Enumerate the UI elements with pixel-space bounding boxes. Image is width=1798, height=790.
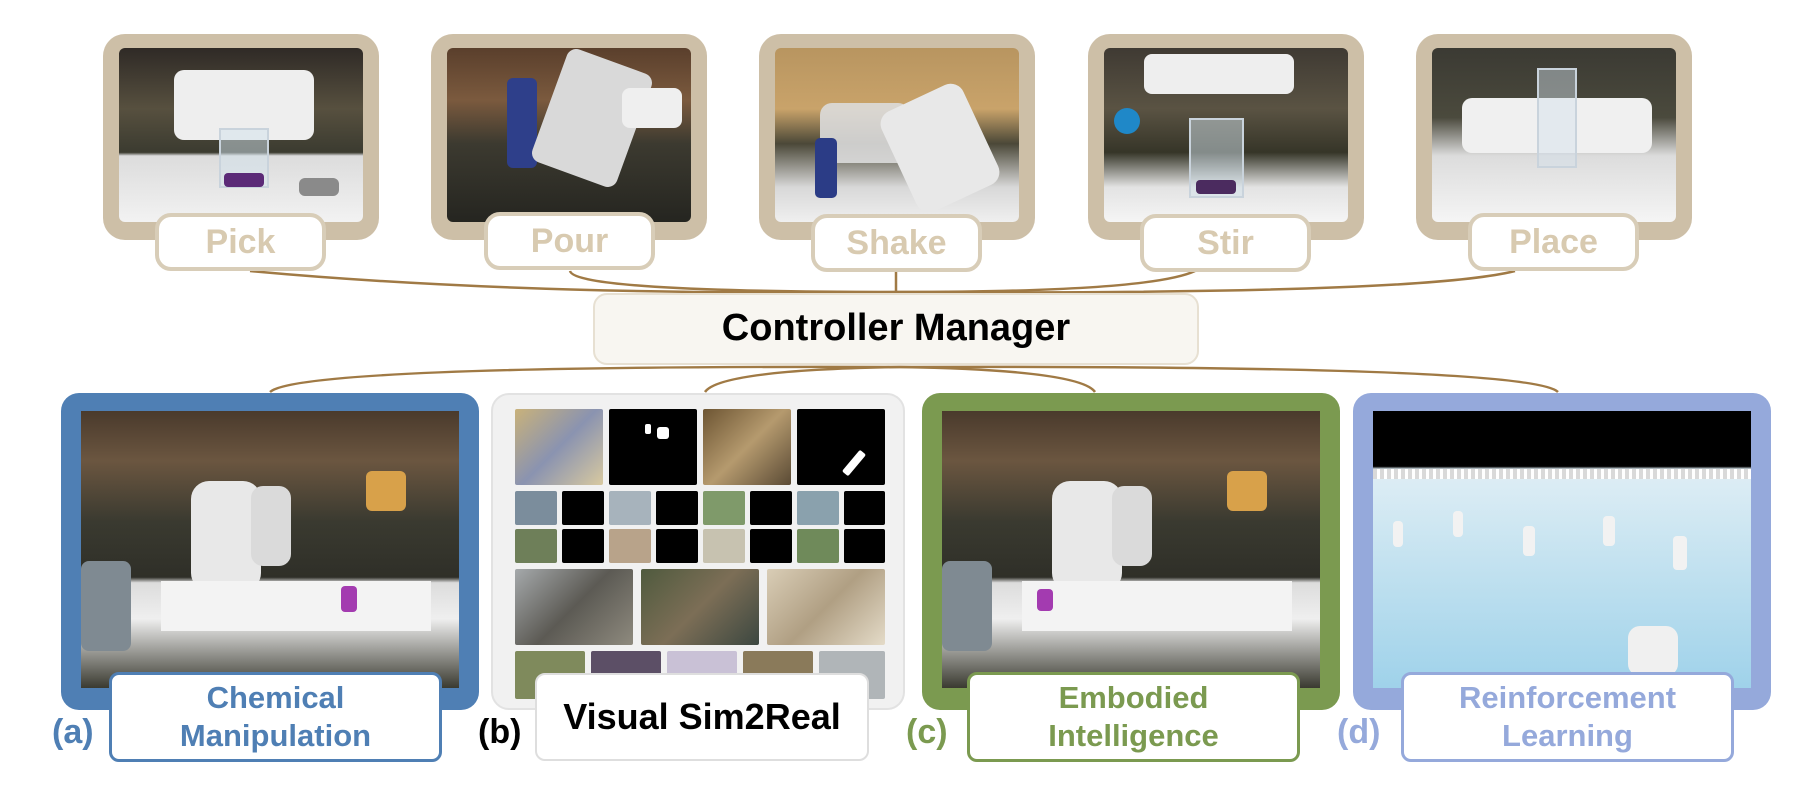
caption-visual-sim2real: Visual Sim2Real: [535, 673, 869, 761]
pick-image: [119, 48, 363, 222]
sim2real-mosaic: [515, 409, 885, 699]
skill-card-shake: [759, 34, 1035, 240]
skill-label-pour: Pour: [484, 212, 655, 270]
shake-image: [775, 48, 1019, 222]
caption-line-1: Reinforcement: [1458, 680, 1677, 715]
chemical-manipulation-image: [81, 411, 459, 688]
skill-card-pick: [103, 34, 379, 240]
skill-label-shake: Shake: [811, 214, 982, 272]
panel-embodied-intelligence: [922, 393, 1340, 710]
caption-line-1: Embodied: [1058, 680, 1209, 715]
skill-card-pour: [431, 34, 707, 240]
skill-card-place: [1416, 34, 1692, 240]
panel-reinforcement-learning: [1353, 393, 1771, 710]
reinforcement-learning-image: [1373, 411, 1751, 688]
stir-image: [1104, 48, 1348, 222]
skill-label-pick: Pick: [155, 213, 326, 271]
panel-tag-b: (b): [478, 713, 522, 751]
caption-line-1: Chemical: [206, 680, 345, 715]
panel-chemical-manipulation: [61, 393, 479, 710]
caption-embodied-intelligence: Embodied Intelligence: [967, 672, 1300, 762]
skill-label-place: Place: [1468, 213, 1639, 271]
panel-visual-sim2real: [491, 393, 905, 710]
caption-line-2: Manipulation: [179, 718, 372, 753]
place-image: [1432, 48, 1676, 222]
pour-image: [447, 48, 691, 222]
controller-manager-box: Controller Manager: [593, 293, 1199, 365]
panel-tag-c: (c): [906, 713, 948, 751]
skill-card-stir: [1088, 34, 1364, 240]
caption-reinforcement-learning: Reinforcement Learning: [1401, 672, 1734, 762]
panel-tag-d: (d): [1337, 713, 1381, 751]
caption-chemical-manipulation: Chemical Manipulation: [109, 672, 442, 762]
caption-line-2: Intelligence: [1048, 718, 1219, 753]
panel-tag-a: (a): [52, 713, 94, 751]
caption-line-2: Learning: [1502, 718, 1633, 753]
embodied-intelligence-image: [942, 411, 1320, 688]
skill-label-stir: Stir: [1140, 214, 1311, 272]
